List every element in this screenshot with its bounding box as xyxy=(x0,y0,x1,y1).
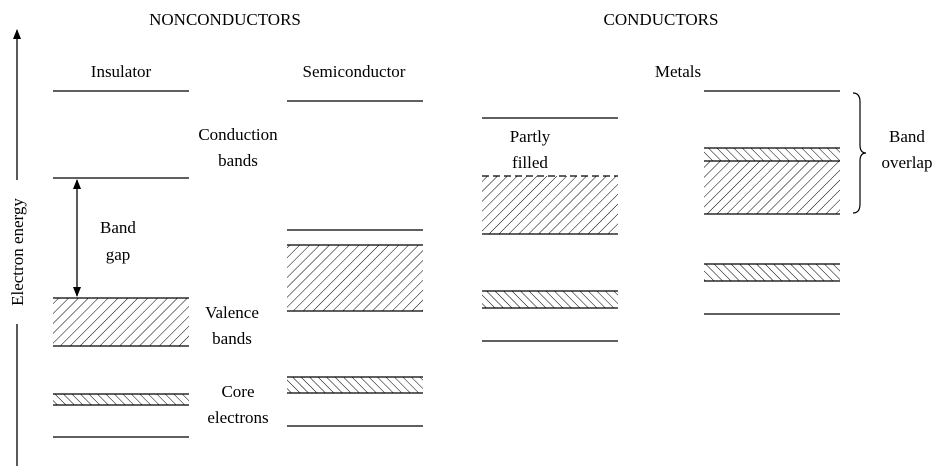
insulator-core-band xyxy=(53,394,189,405)
axis-label: Electron energy xyxy=(8,198,27,306)
axis-label-backdrop xyxy=(5,180,29,324)
column-title-insulator: Insulator xyxy=(91,62,152,81)
heading-nonconductors: NONCONDUCTORS xyxy=(149,10,301,29)
conduction-bands-label-line2: bands xyxy=(218,151,258,170)
semiconductor-core-band xyxy=(287,377,423,393)
band-overlap-label-line2: overlap xyxy=(882,153,933,172)
conduction-bands-label-line1: Conduction xyxy=(198,125,278,144)
valence-bands-label-line1: Valence xyxy=(205,303,259,322)
partly-filled-label-line1: Partly xyxy=(510,127,551,146)
heading-conductors: CONDUCTORS xyxy=(604,10,719,29)
semiconductor-column xyxy=(287,100,423,427)
band-overlap-brace xyxy=(852,92,867,214)
insulator-column xyxy=(53,90,189,438)
semiconductor-valence-band xyxy=(287,245,423,311)
band-overlap-label-line1: Band xyxy=(889,127,925,146)
metal-band-overlap-column xyxy=(704,90,867,315)
metal1-core-band xyxy=(482,291,618,308)
metal-partly-filled-column xyxy=(482,117,618,342)
metal2-overlap-lower-band xyxy=(704,161,840,214)
column-title-semiconductor: Semiconductor xyxy=(303,62,406,81)
valence-bands-label-line2: bands xyxy=(212,329,252,348)
core-electrons-label-line1: Core xyxy=(221,382,254,401)
column-title-metals: Metals xyxy=(655,62,701,81)
band-gap-label-line1: Band xyxy=(100,218,136,237)
metal2-overlap-upper-band xyxy=(704,148,840,161)
core-electrons-label-line2: electrons xyxy=(207,408,268,427)
partly-filled-label-line2: filled xyxy=(512,153,548,172)
metal2-core-band xyxy=(704,264,840,281)
metal1-filled-portion xyxy=(482,176,618,234)
insulator-valence-band xyxy=(53,298,189,346)
band-gap-label-line2: gap xyxy=(106,245,131,264)
